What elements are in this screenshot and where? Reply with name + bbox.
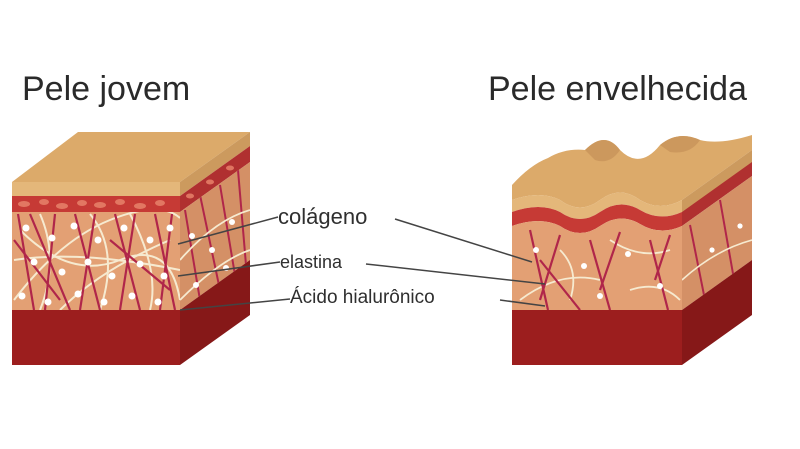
aged-side-epidermis [682, 150, 752, 215]
aged-collagen-fibers [528, 229, 672, 310]
aged-side-hypodermis [682, 260, 752, 365]
hyaluronic-pointer-left [179, 298, 291, 311]
young-red-band-cells [18, 165, 234, 209]
aged-epidermis-top [512, 135, 752, 208]
young-epidermis-top [12, 132, 250, 182]
collagen-pointer-right [394, 218, 533, 263]
young-skin-block [12, 132, 250, 365]
hyaluronic-pointer-right [499, 299, 546, 307]
aged-side-red-band [682, 162, 752, 226]
collagen-pointer-left [177, 216, 279, 245]
young-side-red-band [180, 146, 250, 212]
aged-fibers [519, 229, 681, 310]
aged-epidermis-front [512, 192, 682, 219]
young-hyaluronic-drops [18, 222, 174, 306]
aged-side-fibers [682, 199, 752, 301]
young-skin-title: Pele jovem [22, 70, 191, 108]
elastin-pointer-right [365, 263, 546, 285]
elastin-label: elastina [280, 252, 343, 272]
pointer-lines [177, 216, 546, 311]
elastin-pointer-left [177, 261, 281, 277]
young-side-hypodermis [180, 260, 250, 365]
aged-hypodermis [512, 310, 682, 365]
aged-red-band [512, 204, 682, 233]
collagen-label: colágeno [278, 204, 368, 229]
aged-skin-title: Pele envelhecida [488, 70, 747, 108]
young-hypodermis [12, 310, 180, 365]
aged-skin-block [512, 135, 752, 365]
aged-wrinkle-shade [585, 136, 700, 162]
aged-hyaluronic-drops [533, 247, 663, 299]
hyaluronic-acid-label: Ácido hialurônico [290, 287, 435, 308]
young-side-epidermis [180, 132, 250, 196]
young-fibers [13, 212, 180, 310]
young-epidermis-front [12, 182, 180, 196]
